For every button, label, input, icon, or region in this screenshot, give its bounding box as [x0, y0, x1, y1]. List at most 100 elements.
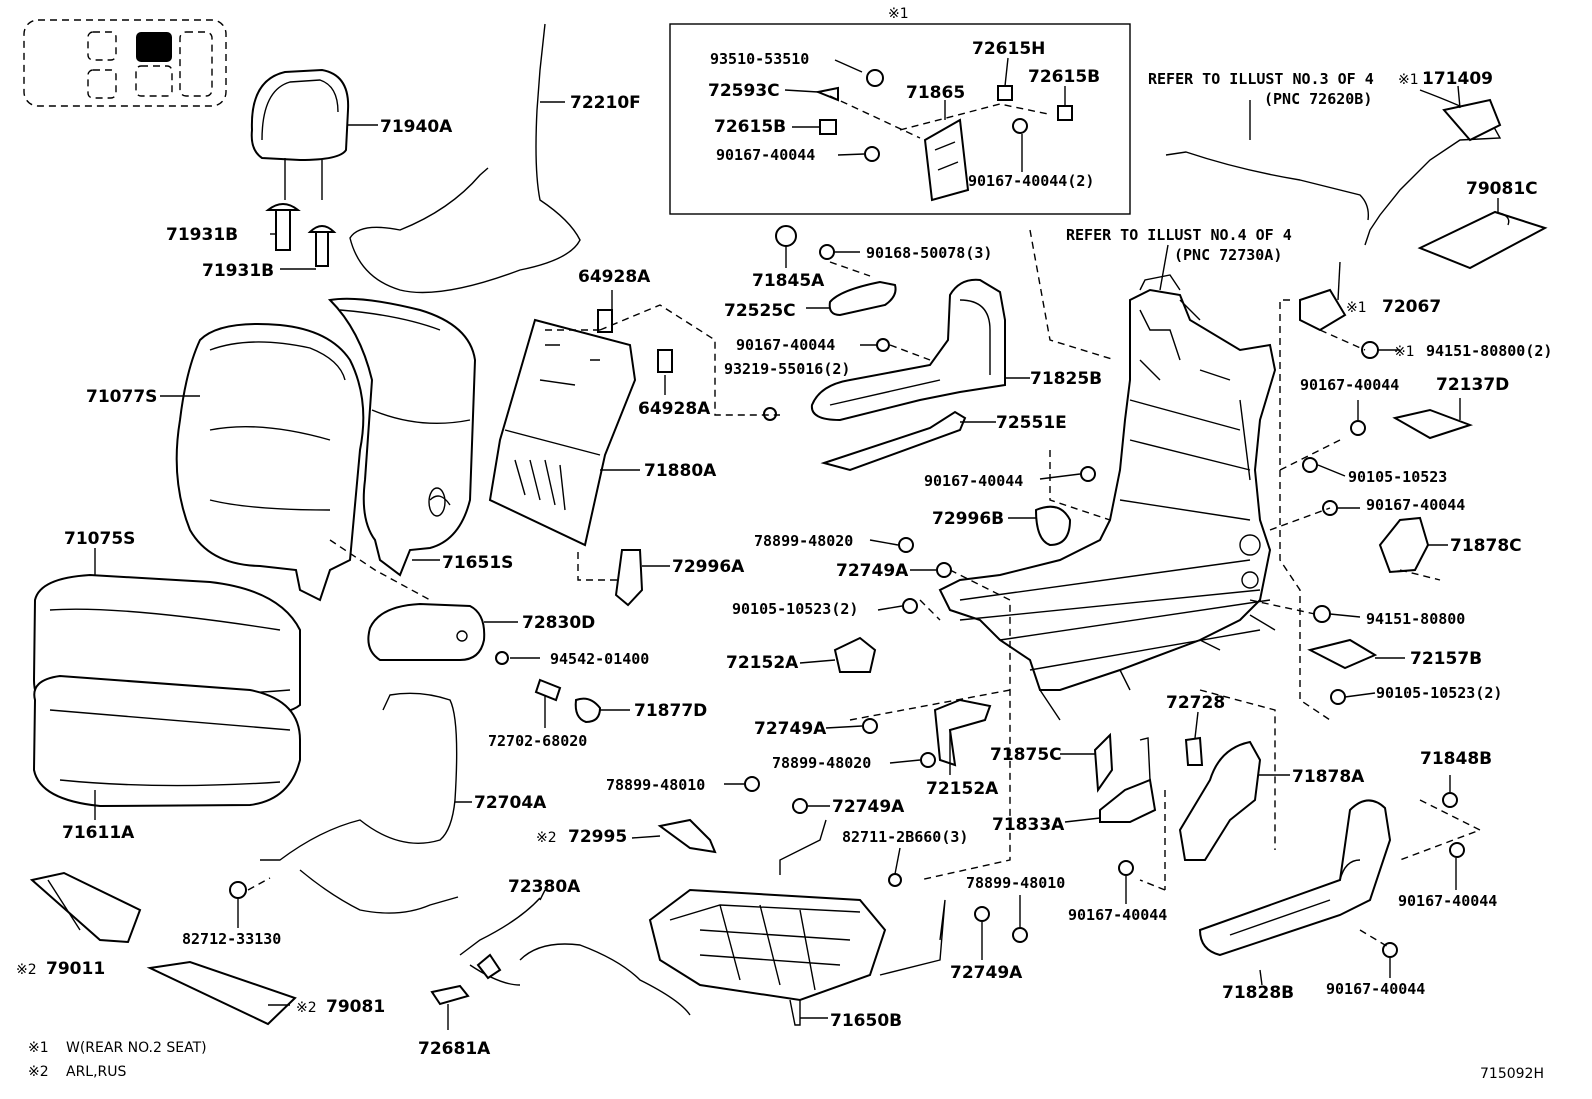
plate-79011-shape [29, 871, 142, 944]
mark2-symbol-1: ※2 [16, 962, 37, 978]
clip-shapes [597, 309, 777, 421]
cover-71875c-71833a-shape [1060, 732, 1157, 823]
label-82711-2B660: 82711-2B660(3) [842, 828, 968, 846]
label-72380A: 72380A [508, 877, 581, 897]
label-72525C: 72525C [724, 301, 796, 321]
label-78899-48010-2: 78899-48010 [966, 874, 1065, 892]
plate-79081-shape [146, 960, 297, 1026]
label-72152A-2: 72152A [926, 779, 999, 799]
label-93510-53510: 93510-53510 [710, 50, 809, 68]
label-90167-40044-box-1: 90167-40044 [716, 146, 815, 164]
label-72749A-1: 72749A [836, 561, 909, 581]
label-90167-40044-box-2: 90167-40044(2) [968, 172, 1094, 190]
label-90167-40044-6: 90167-40044 [1366, 496, 1465, 514]
label-90167-40044-8: 90167-40044 [1398, 892, 1497, 910]
label-90167-40044-5: 90167-40044 [1300, 376, 1399, 394]
label-72152A-1: 72152A [726, 653, 799, 673]
label-72704A: 72704A [474, 793, 547, 813]
footnote-1-symbol: ※1 [28, 1040, 49, 1056]
label-90168-50078: 90168-50078(3) [866, 244, 992, 262]
headrest-guides [265, 203, 337, 270]
label-90167-40044-7: 90167-40044 [1068, 906, 1167, 924]
label-71875C: 71875C [990, 745, 1062, 765]
footnote-2-symbol: ※2 [28, 1064, 49, 1080]
label-72996A: 72996A [672, 557, 745, 577]
label-71880A: 71880A [644, 461, 717, 481]
label-72593C: 72593C [708, 81, 780, 101]
label-71848B: 71848B [1420, 749, 1492, 769]
label-71878A: 71878A [1292, 767, 1365, 787]
label-72995: 72995 [568, 827, 627, 847]
label-72157B: 72157B [1410, 649, 1482, 669]
label-72749A-2: 72749A [754, 719, 827, 739]
label-90167-40044-4: 90167-40044 [924, 472, 1023, 490]
label-71833A: 71833A [992, 815, 1065, 835]
box-mark: ※1 [888, 6, 909, 22]
label-78899-48020-2: 78899-48020 [772, 754, 871, 772]
cover-72551e-shape [820, 410, 996, 472]
illustration-number: 715092H [1480, 1066, 1544, 1082]
fastener-shapes [657, 466, 1096, 943]
label-71931B-1: 71931B [166, 225, 238, 245]
seatback-pad-shape [327, 297, 477, 577]
label-71845A: 71845A [752, 271, 825, 291]
mat-79081c-shape [1417, 198, 1548, 270]
refer-illust-3-pnc: (PNC 72620B) [1264, 90, 1372, 108]
label-72551E: 72551E [996, 413, 1067, 433]
label-72615B-1: 72615B [714, 117, 786, 137]
label-72067: 72067 [1382, 297, 1441, 317]
label-71877D: 71877D [634, 701, 707, 721]
label-71651S: 71651S [442, 553, 513, 573]
mark1-symbol-1: ※1 [1398, 72, 1419, 88]
label-72210F: 72210F [570, 93, 641, 113]
label-90105-10523-3: 90105-10523(2) [1376, 684, 1502, 702]
label-71075S: 71075S [64, 529, 135, 549]
seatback-cover-shape [160, 323, 365, 602]
label-72137D: 72137D [1436, 375, 1509, 395]
label-79081: 79081 [326, 997, 385, 1017]
hinge-cover-shape [367, 602, 630, 728]
label-90105-10523-1: 90105-10523(2) [732, 600, 858, 618]
mark1-symbol-3: ※1 [1394, 344, 1415, 360]
label-90167-40044-9: 90167-40044 [1326, 980, 1425, 998]
label-72615B-2: 72615B [1028, 67, 1100, 87]
footnote-1-text: W(REAR NO.2 SEAT) [66, 1040, 207, 1056]
seatback-board-shape [488, 318, 640, 547]
label-171409: 171409 [1422, 69, 1493, 89]
mark2-symbol-2: ※2 [296, 1000, 317, 1016]
label-71828B: 71828B [1222, 983, 1294, 1003]
refer-illust-4: REFER TO ILLUST NO.4 OF 4 [1066, 226, 1292, 244]
label-78899-48020-1: 78899-48020 [754, 532, 853, 550]
label-72749A-3: 72749A [832, 797, 905, 817]
seat-cushion-shape [32, 548, 301, 820]
seat-locator-icon [23, 19, 227, 107]
lever-72996a-shape [614, 549, 670, 607]
label-64928A-1: 64928A [578, 267, 651, 287]
label-82712-33130: 82712-33130 [182, 930, 281, 948]
label-72728: 72728 [1166, 693, 1225, 713]
refer-illust-4-pnc: (PNC 72730A) [1174, 246, 1282, 264]
label-72749A-4: 72749A [950, 963, 1023, 983]
footnote-2-text: ARL,RUS [66, 1064, 127, 1080]
sub-assembly-parts [784, 57, 1073, 202]
label-71611A: 71611A [62, 823, 135, 843]
cap-cover-shapes [775, 225, 897, 317]
sub-assembly-box [669, 23, 1131, 215]
cover-71878a-shape [1178, 711, 1290, 861]
label-79081C: 79081C [1466, 179, 1538, 199]
label-90167-40044-3: 90167-40044 [736, 336, 835, 354]
label-79011: 79011 [46, 959, 105, 979]
label-93219-55016: 93219-55016(2) [724, 360, 850, 378]
label-72830D: 72830D [522, 613, 595, 633]
label-71931B-2: 71931B [202, 261, 274, 281]
mark2-symbol-3: ※2 [536, 830, 557, 846]
shield-71828b-shape [1118, 775, 1465, 986]
label-71865: 71865 [906, 83, 965, 103]
refer-illust-3: REFER TO ILLUST NO.3 OF 4 [1148, 70, 1374, 88]
label-71940A: 71940A [380, 117, 453, 137]
label-94151-80800-1: 94151-80800(2) [1426, 342, 1552, 360]
label-64928A-2: 64928A [638, 399, 711, 419]
seat-frame-shape [938, 274, 1277, 721]
label-72996B: 72996B [932, 509, 1004, 529]
seat-pan-shape [539, 819, 946, 1026]
